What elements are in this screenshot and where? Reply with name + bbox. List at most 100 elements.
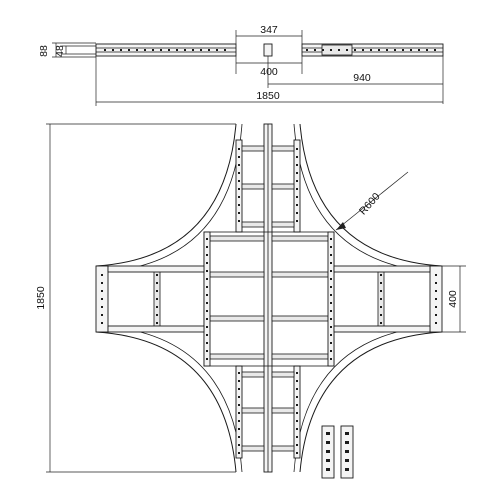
slot-hole <box>206 334 208 336</box>
connector-detail <box>321 425 354 479</box>
slot-hole <box>296 436 298 438</box>
slot-hole <box>338 49 340 51</box>
slot-hole <box>296 164 298 166</box>
slot-hole <box>238 220 240 222</box>
corner-arc-bottom-left <box>95 331 237 473</box>
slot-hole <box>238 452 240 454</box>
slot-hole <box>156 322 158 324</box>
slot-hole <box>238 404 240 406</box>
slot-hole <box>370 49 372 51</box>
slot-hole <box>434 49 436 51</box>
slot-hole <box>354 49 356 51</box>
slot-hole <box>330 342 332 344</box>
box-rail-right <box>327 231 335 367</box>
slot-hole <box>296 172 298 174</box>
slot-hole <box>101 282 103 284</box>
slot-hole <box>101 306 103 308</box>
slot-hole <box>176 49 178 51</box>
rung <box>241 445 265 452</box>
slot-hole <box>238 380 240 382</box>
slot-hole <box>410 49 412 51</box>
plan-view: R600 1850 400 <box>35 123 466 473</box>
top-arm-rail-left <box>235 139 243 233</box>
left-arm-rail-bottom <box>107 325 205 333</box>
dim-side-height-inner: 48 <box>54 45 66 57</box>
slot-hole <box>238 196 240 198</box>
slot-hole <box>402 49 404 51</box>
slot-hole <box>128 49 130 51</box>
slot-hole <box>156 314 158 316</box>
slot-hole <box>296 388 298 390</box>
slot-hole <box>296 204 298 206</box>
slot-hole <box>330 318 332 320</box>
slot-hole <box>380 298 382 300</box>
slot-hole <box>330 262 332 264</box>
slot-hole <box>362 49 364 51</box>
slot-hole <box>330 254 332 256</box>
slot-hole <box>208 49 210 51</box>
slot-hole <box>206 262 208 264</box>
slot-hole <box>238 436 240 438</box>
rung <box>271 445 295 452</box>
slot-hole <box>394 49 396 51</box>
slot-hole <box>238 180 240 182</box>
rung <box>271 221 295 228</box>
slot-hole <box>330 238 332 240</box>
slot-hole <box>206 270 208 272</box>
slot-hole <box>238 148 240 150</box>
side-view: 88 48 347 400 940 1850 <box>38 24 444 106</box>
rung <box>241 145 265 152</box>
slot-hole <box>435 314 437 316</box>
box-rail-left <box>203 231 211 367</box>
slot-hole <box>296 156 298 158</box>
slot-hole <box>435 290 437 292</box>
slot-hole <box>345 468 349 471</box>
slot-hole <box>192 49 194 51</box>
slot-hole <box>101 274 103 276</box>
slot-hole <box>296 148 298 150</box>
slot-hole <box>296 412 298 414</box>
slot-hole <box>206 326 208 328</box>
slot-hole <box>238 372 240 374</box>
slot-hole <box>345 432 349 435</box>
slot-hole <box>330 270 332 272</box>
dim-center-gap: 400 <box>260 66 278 78</box>
slot-hole <box>435 298 437 300</box>
slot-hole <box>101 322 103 324</box>
slot-hole <box>386 49 388 51</box>
dim-overall-length-left: 1850 <box>35 286 47 310</box>
slot-hole <box>224 49 226 51</box>
slot-hole <box>104 49 106 51</box>
slot-hole <box>330 49 332 51</box>
slot-hole <box>296 372 298 374</box>
slot-hole <box>112 49 114 51</box>
slot-hole <box>238 172 240 174</box>
rung <box>241 371 265 378</box>
slot-hole <box>238 412 240 414</box>
slot-hole <box>206 294 208 296</box>
dim-overall-length-top: 1850 <box>256 90 280 102</box>
corner-arc-top-left <box>95 123 237 267</box>
rung <box>241 407 265 414</box>
slot-hole <box>378 49 380 51</box>
slot-hole <box>101 290 103 292</box>
slot-hole <box>238 420 240 422</box>
slot-hole <box>380 314 382 316</box>
slot-hole <box>206 318 208 320</box>
slot-hole <box>206 238 208 240</box>
slot-hole <box>322 49 324 51</box>
rung <box>271 407 295 414</box>
slot-hole <box>330 294 332 296</box>
corner-arc-bottom-right <box>299 331 443 473</box>
slot-hole <box>326 441 330 444</box>
slot-hole <box>435 306 437 308</box>
top-arm-rail-right <box>293 139 301 233</box>
slot-hole <box>435 322 437 324</box>
slot-hole <box>206 302 208 304</box>
slot-hole <box>206 278 208 280</box>
slot-hole <box>345 459 349 462</box>
slot-hole <box>330 326 332 328</box>
slot-hole <box>380 306 382 308</box>
rung <box>271 371 295 378</box>
